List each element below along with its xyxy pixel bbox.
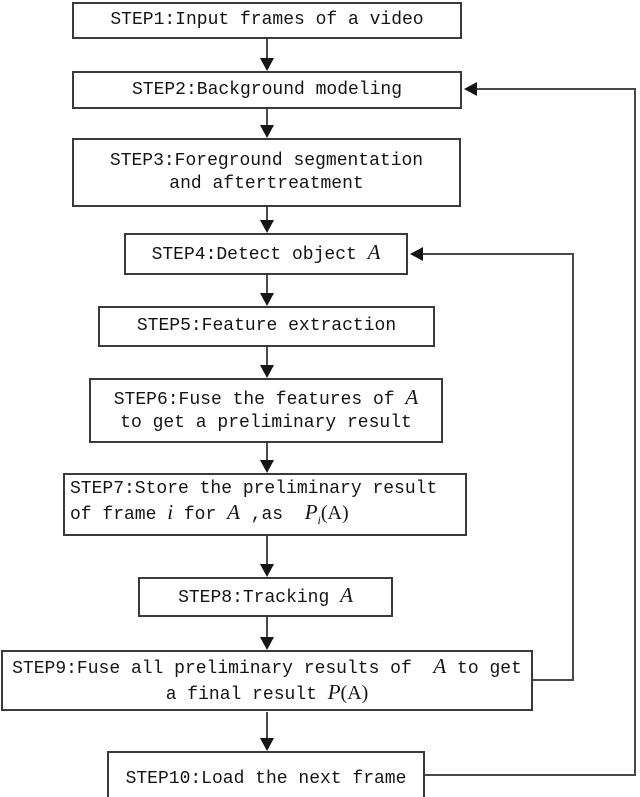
feedback-step9-step4-vertical-segment [572,253,574,681]
connector-step2-step3 [266,109,268,126]
flow-box-step9: STEP9:Fuse all preliminary results of A … [1,650,533,711]
flow-box-step10: STEP10:Load the next frame [107,751,425,797]
arrowhead-down-step3 [260,125,274,138]
step6-text-line2: to get a preliminary result [120,413,412,433]
feedback-step10-step2-bottom-segment [425,774,636,776]
feedback-step10-step2-top-segment [477,88,636,90]
connector-step3-step4 [266,207,268,221]
feedback-step9-step4-top-segment [423,253,574,255]
step5-text: STEP5:Feature extraction [136,316,397,336]
step10-text: STEP10:Load the next frame [125,768,407,789]
flow-box-step7: STEP7:Store the preliminary result of fr… [63,473,467,536]
connector-step8-step9 [266,617,268,638]
arrowhead-down-step5 [260,293,274,306]
connector-step6-step7 [266,443,268,461]
flow-box-step2: STEP2:Background modeling [72,71,462,109]
arrowhead-down-step6 [260,365,274,378]
arrowhead-left-step2 [464,82,477,96]
step2-text: STEP2:Background modeling [131,79,403,100]
flow-box-step5: STEP5:Feature extraction [98,306,435,347]
connector-step5-step6 [266,347,268,366]
step3-text-line2: and aftertreatment [169,173,364,194]
arrowhead-down-step4 [260,220,274,233]
arrowhead-down-step7 [260,460,274,473]
step4-text: STEP4:Detect object A [151,240,381,266]
step1-text: STEP1:Input frames of a video [110,10,424,30]
flow-box-step6: STEP6:Fuse the features of A to get a pr… [89,378,443,443]
flow-box-step1: STEP1:Input frames of a video [72,2,462,39]
step7-text-line1: STEP7:Store the preliminary result [70,478,438,499]
feedback-step9-step4-bottom-segment [533,679,574,681]
arrowhead-down-step2 [260,58,274,71]
feedback-step10-step2-vertical-segment [634,88,636,776]
flow-box-step8: STEP8:Tracking A [138,577,393,617]
connector-step4-step5 [266,275,268,294]
step3-text-line1: STEP3:Foreground segmentation [109,150,424,171]
arrowhead-left-step4 [410,247,423,261]
connector-step1-step2 [266,39,268,59]
connector-step7-step8 [266,536,268,565]
step9-text-line2: a final result P(A) [165,679,369,705]
flow-box-step3: STEP3:Foreground segmentation and aftert… [72,138,461,207]
step6-text-line1: STEP6:Fuse the features of A [113,385,419,411]
step8-text: STEP8:Tracking A [178,583,353,609]
step9-text-line1: STEP9:Fuse all preliminary results of A … [12,653,522,679]
arrowhead-down-step8 [260,564,274,577]
connector-step9-step10 [266,712,268,739]
step7-text-line2: of frame i for A ,as Pi(A) [70,499,349,527]
arrowhead-down-step9 [260,637,274,650]
arrowhead-down-step10 [260,738,274,751]
flow-box-step4: STEP4:Detect object A [124,233,408,275]
